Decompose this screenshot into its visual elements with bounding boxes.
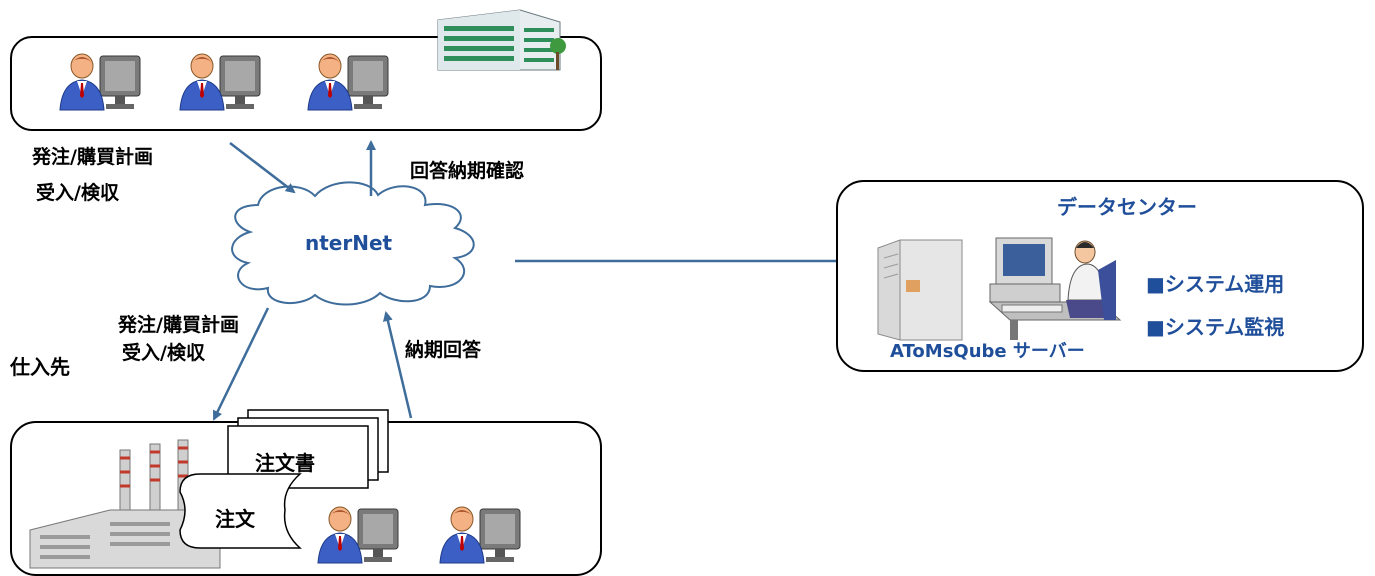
operator-workstation-icon bbox=[988, 237, 1122, 340]
office-building-icon bbox=[437, 9, 566, 71]
server-icon bbox=[877, 239, 963, 341]
user-pc-icon bbox=[317, 506, 399, 564]
supplier-flow-in-line1: 発注/購買計画 bbox=[118, 314, 239, 336]
company-flow-in-label: 回答納期確認 bbox=[410, 160, 525, 182]
supplier-flow-in-line2: 受入/検収 bbox=[122, 342, 205, 364]
user-pc-icon bbox=[439, 506, 521, 564]
order-documents-icon bbox=[179, 409, 389, 549]
supplier-title: 仕入先 bbox=[10, 355, 70, 379]
service-monitoring: ■システム監視 bbox=[1146, 315, 1285, 339]
flow-arrows bbox=[212, 140, 836, 421]
user-pc-icon bbox=[307, 53, 389, 111]
arrow-company-to-internet bbox=[229, 142, 296, 194]
datacenter-title: データセンター bbox=[1057, 195, 1197, 219]
company-flow-out-line1: 発注/購買計画 bbox=[32, 146, 153, 168]
internet-cloud-icon bbox=[231, 181, 475, 306]
company-flow-out-line2: 受入/検収 bbox=[36, 182, 119, 204]
arrow-internet-to-supplier bbox=[212, 307, 270, 421]
arrow-supplier-to-internet bbox=[382, 311, 413, 419]
supplier-flow-out-label: 納期回答 bbox=[405, 339, 482, 361]
user-pc-icon bbox=[179, 53, 261, 111]
internet-label: nterNet bbox=[305, 231, 393, 255]
service-operation: ■システム運用 bbox=[1146, 272, 1285, 296]
user-pc-icon bbox=[59, 53, 141, 111]
order-label: 注文 bbox=[215, 507, 255, 531]
order-form-label: 注文書 bbox=[255, 451, 315, 475]
server-label: AToMsQube サーバー bbox=[890, 341, 1085, 362]
